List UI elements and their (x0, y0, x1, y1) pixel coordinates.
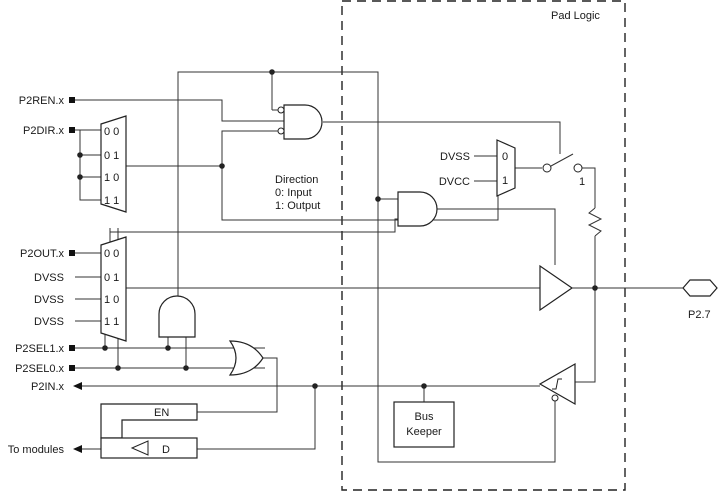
direction-input: 0: Input (275, 187, 312, 199)
latch-d-label: D (162, 444, 170, 456)
latch-triangle-icon (130, 440, 149, 456)
dvss-label-1: DVSS (34, 272, 64, 284)
inverter-bubble-2 (277, 127, 285, 135)
p2out-label: P2OUT.x (20, 248, 65, 260)
mux-bottom-sel-01: 0 1 (104, 272, 119, 284)
p2dir-terminal (69, 127, 75, 133)
p2sel1-label: P2SEL1.x (15, 343, 64, 355)
and-gate-enable (283, 104, 323, 140)
to-modules-label: To modules (8, 444, 65, 456)
or-gate-select (228, 340, 264, 376)
dvss-label-3: DVSS (34, 316, 64, 328)
mux-top-sel-11: 1 1 (104, 195, 119, 207)
pull-mux-in0-label: DVSS (440, 151, 470, 163)
pad-logic-title: Pad Logic (551, 10, 600, 22)
inverter-bubble-1 (277, 106, 285, 114)
p2in-arrow (73, 382, 82, 390)
to-modules-arrow (73, 445, 82, 453)
bus-keeper-line1: Bus (415, 411, 434, 423)
output-buffer (539, 264, 574, 312)
junctions (77, 69, 598, 389)
pad-logic-boundary (341, 0, 626, 491)
direction-mux (100, 115, 127, 213)
pin-label: P2.7 (688, 309, 711, 321)
p2sel1-terminal (69, 345, 75, 351)
p2out-terminal (69, 250, 75, 256)
p2ren-label: P2REN.x (19, 95, 65, 107)
pull-mux (496, 139, 516, 197)
schmitt-symbol (552, 378, 562, 390)
bus-keeper (393, 401, 455, 448)
mux-bottom-sel-11: 1 1 (104, 316, 119, 328)
latch-en-label: EN (154, 407, 169, 419)
and-gate-select (158, 295, 196, 338)
pull-mux-in1-label: DVCC (439, 176, 470, 188)
pull-mux-sel0: 0 (502, 151, 508, 163)
p2ren-terminal (69, 97, 75, 103)
direction-title: Direction (275, 174, 318, 186)
mux-top-sel-10: 1 0 (104, 172, 119, 184)
input-enable-bubble (551, 394, 559, 402)
mux-top-sel-00: 0 0 (104, 126, 119, 138)
output-mux (100, 236, 127, 342)
switch-contact-a (542, 163, 552, 173)
p2in-label: P2IN.x (31, 381, 65, 393)
bus-keeper-line2: Keeper (406, 426, 442, 438)
latch-d-block (100, 437, 198, 459)
pin-connector (682, 279, 718, 297)
mux-bottom-sel-00: 0 0 (104, 248, 119, 260)
switch-label: 1 (579, 176, 585, 188)
pull-mux-sel1: 1 (502, 175, 508, 187)
dvss-label-2: DVSS (34, 294, 64, 306)
p2sel0-label: P2SEL0.x (15, 363, 64, 375)
latch-en-block (100, 403, 198, 439)
mux-top-sel-01: 0 1 (104, 150, 119, 162)
switch-contact-b (573, 163, 583, 173)
direction-output: 1: Output (275, 200, 320, 212)
p2dir-label: P2DIR.x (23, 125, 64, 137)
mux-bottom-sel-10: 1 0 (104, 294, 119, 306)
and-gate-pull (397, 191, 438, 227)
p2sel0-terminal (69, 365, 75, 371)
